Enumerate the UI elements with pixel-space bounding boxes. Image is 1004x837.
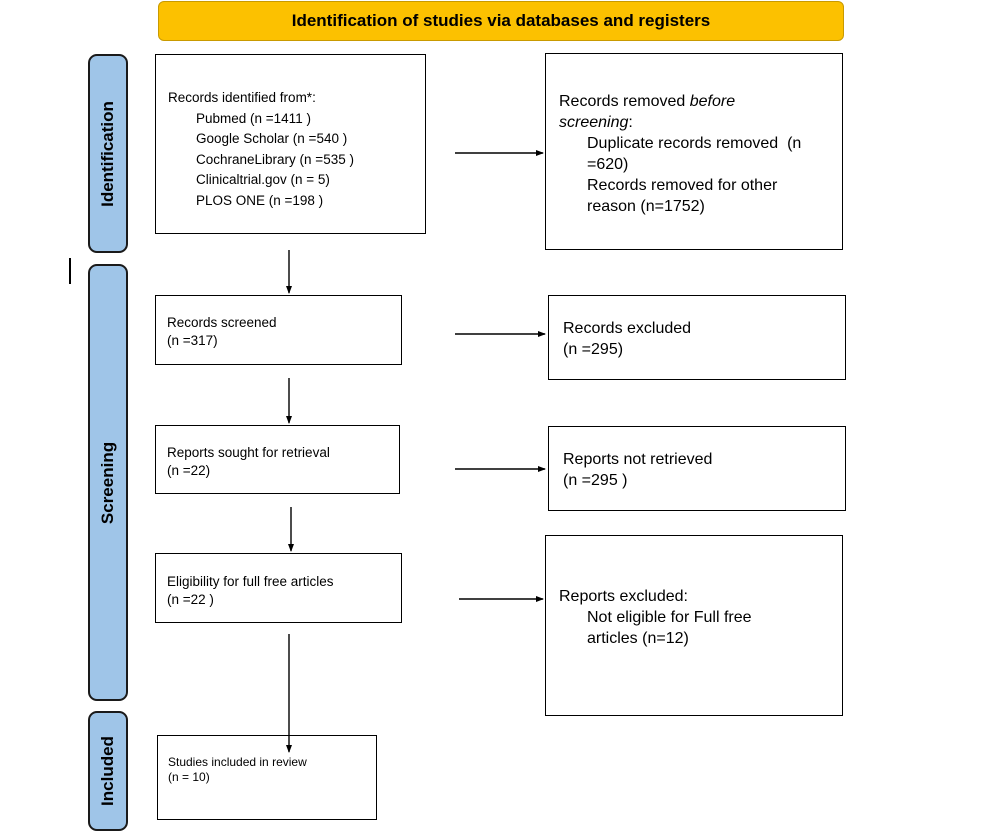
duplicate-removed-line-1: Duplicate records removed (n xyxy=(587,135,802,152)
source-plos-one: PLOS ONE (n =198 ) xyxy=(196,192,324,208)
stray-mark xyxy=(69,258,71,284)
studies-included-box: Studies included in review (n = 10) xyxy=(157,735,377,820)
records-excluded-label: Records excluded xyxy=(563,320,692,337)
records-screened-label: Records screened xyxy=(167,315,277,330)
reports-not-retrieved-box: Reports not retrieved (n =295 ) xyxy=(548,426,846,511)
other-removed-line-1: Records removed for other xyxy=(587,177,778,194)
records-excluded-count: (n =295) xyxy=(563,341,624,358)
records-removed-heading: Records removed before screening: xyxy=(559,93,736,131)
records-screened-box: Records screened (n =317) xyxy=(155,295,402,365)
diagram-header: Identification of studies via databases … xyxy=(158,1,844,41)
source-google-scholar: Google Scholar (n =540 ) xyxy=(196,131,348,146)
studies-included-count: (n = 10) xyxy=(168,770,210,784)
other-removed-line-2: reason (n=1752) xyxy=(587,198,705,215)
phase-identification: Identification xyxy=(88,54,128,253)
records-excluded-box: Records excluded (n =295) xyxy=(548,295,846,380)
eligibility-label: Eligibility for full free articles xyxy=(167,574,334,589)
records-identified-heading: Records identified from*: xyxy=(168,90,316,105)
records-removed-box: Records removed before screening: Duplic… xyxy=(545,53,843,250)
source-cochrane: CochraneLibrary (n =535 ) xyxy=(196,151,354,167)
duplicate-removed-line-2: =620) xyxy=(587,156,629,173)
phase-included: Included xyxy=(88,711,128,831)
not-eligible-line-1: Not eligible for Full free xyxy=(587,609,752,626)
reports-sought-count: (n =22) xyxy=(167,463,211,478)
records-identified-box: Records identified from*: Pubmed (n =141… xyxy=(155,54,426,234)
eligibility-count: (n =22 ) xyxy=(167,592,214,607)
reports-excluded-box: Reports excluded: Not eligible for Full … xyxy=(545,535,843,716)
reports-sought-box: Reports sought for retrieval (n =22) xyxy=(155,425,400,494)
source-pubmed: Pubmed (n =1411 ) xyxy=(196,110,311,126)
reports-excluded-heading: Reports excluded: xyxy=(559,588,688,605)
not-eligible-line-2: articles (n=12) xyxy=(587,630,689,647)
reports-not-retrieved-count: (n =295 ) xyxy=(563,472,628,489)
phase-screening: Screening xyxy=(88,264,128,701)
reports-sought-label: Reports sought for retrieval xyxy=(167,445,330,460)
eligibility-box: Eligibility for full free articles (n =2… xyxy=(155,553,402,623)
source-clinicaltrial: Clinicaltrial.gov (n = 5) xyxy=(196,172,330,187)
reports-not-retrieved-label: Reports not retrieved xyxy=(563,451,713,468)
studies-included-label: Studies included in review xyxy=(168,755,307,769)
records-screened-count: (n =317) xyxy=(167,333,218,348)
header-title: Identification of studies via databases … xyxy=(291,11,711,30)
